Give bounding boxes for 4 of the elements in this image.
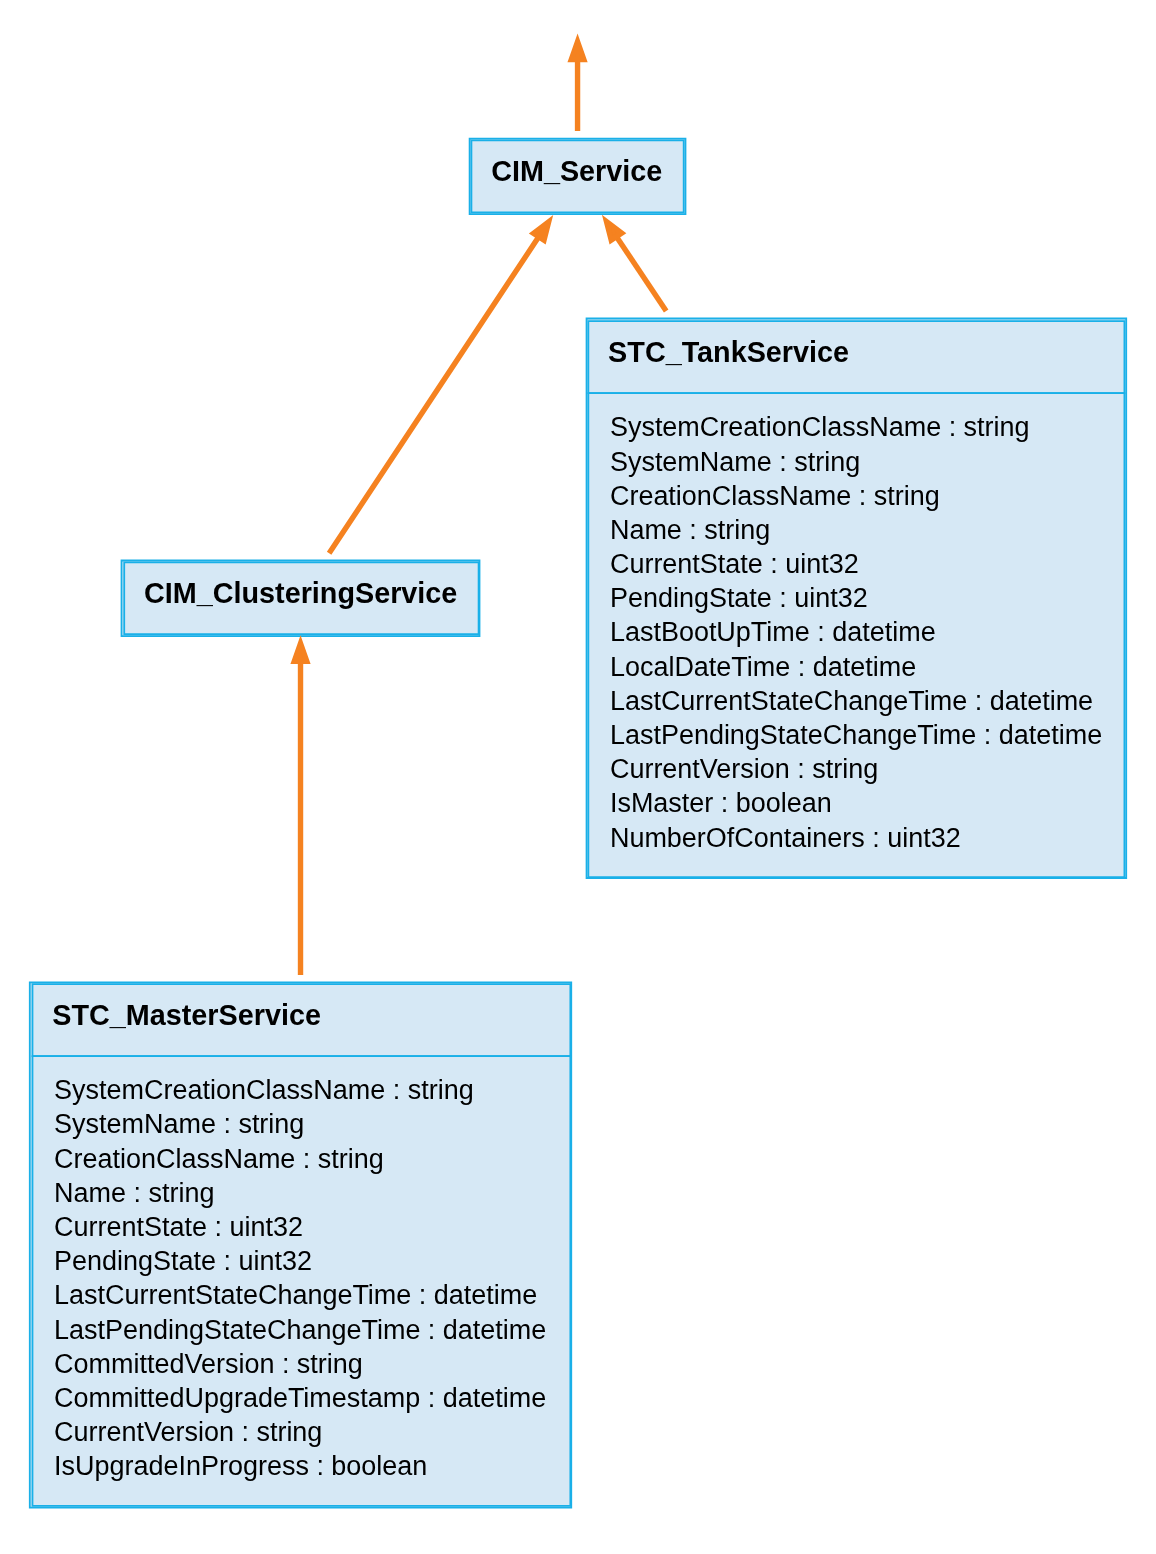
arrow	[601, 214, 669, 313]
arrow	[326, 214, 554, 555]
arrow	[290, 634, 311, 975]
arrow	[567, 32, 588, 131]
